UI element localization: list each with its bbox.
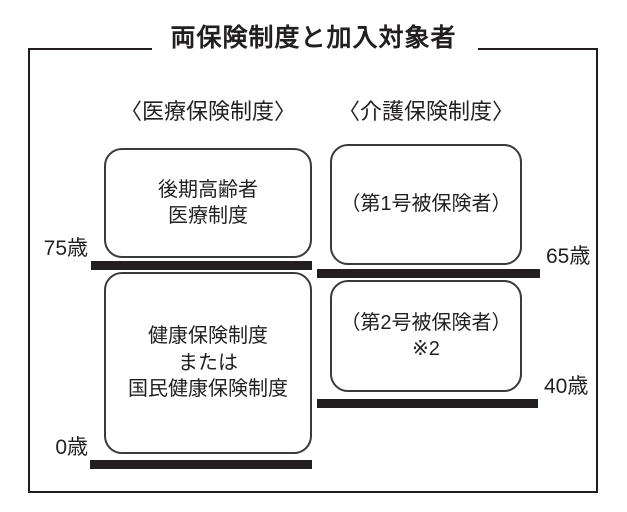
scheme-box-health-insurance: 健康保険制度 または 国民健康保険制度 xyxy=(104,272,312,454)
scheme-box-category-1-insured: （第1号被保険者） xyxy=(330,144,522,265)
scheme-box-category-2-insured: （第2号被保険者） ※2 xyxy=(330,280,522,392)
age-label-75: 75歳 xyxy=(43,237,88,260)
scheme-box-line: ※2 xyxy=(412,338,440,360)
column-header-care-insurance: 〈介護保険制度〉 xyxy=(337,99,514,124)
age-label-40: 40歳 xyxy=(544,375,589,398)
scheme-box-late-elderly-medical: 後期高齢者 医療制度 xyxy=(104,148,312,258)
scheme-box-line: 健康保険制度 xyxy=(148,325,268,348)
age-boundary-bar-65 xyxy=(317,269,540,278)
age-label-65: 65歳 xyxy=(546,245,591,268)
scheme-box-line: （第1号被保険者） xyxy=(340,193,512,216)
page-title: 両保険制度と加入対象者 xyxy=(170,24,457,52)
scheme-box-line: 国民健康保険制度 xyxy=(128,378,288,401)
scheme-box-line: （第2号被保険者） xyxy=(340,311,512,334)
frame-top-rule-left xyxy=(28,48,152,50)
diagram-frame xyxy=(28,48,598,493)
scheme-box-line: 医療制度 xyxy=(168,205,248,227)
scheme-box-line: 後期高齢者 xyxy=(158,178,258,201)
frame-top-rule-right xyxy=(478,48,598,50)
age-label-0: 0歳 xyxy=(55,436,88,459)
age-boundary-bar-40 xyxy=(317,399,538,408)
scheme-box-line: または xyxy=(178,351,238,374)
age-boundary-bar-0 xyxy=(90,460,312,469)
age-boundary-bar-75 xyxy=(91,261,312,270)
column-header-medical-insurance: 〈医療保険制度〉 xyxy=(119,99,296,124)
